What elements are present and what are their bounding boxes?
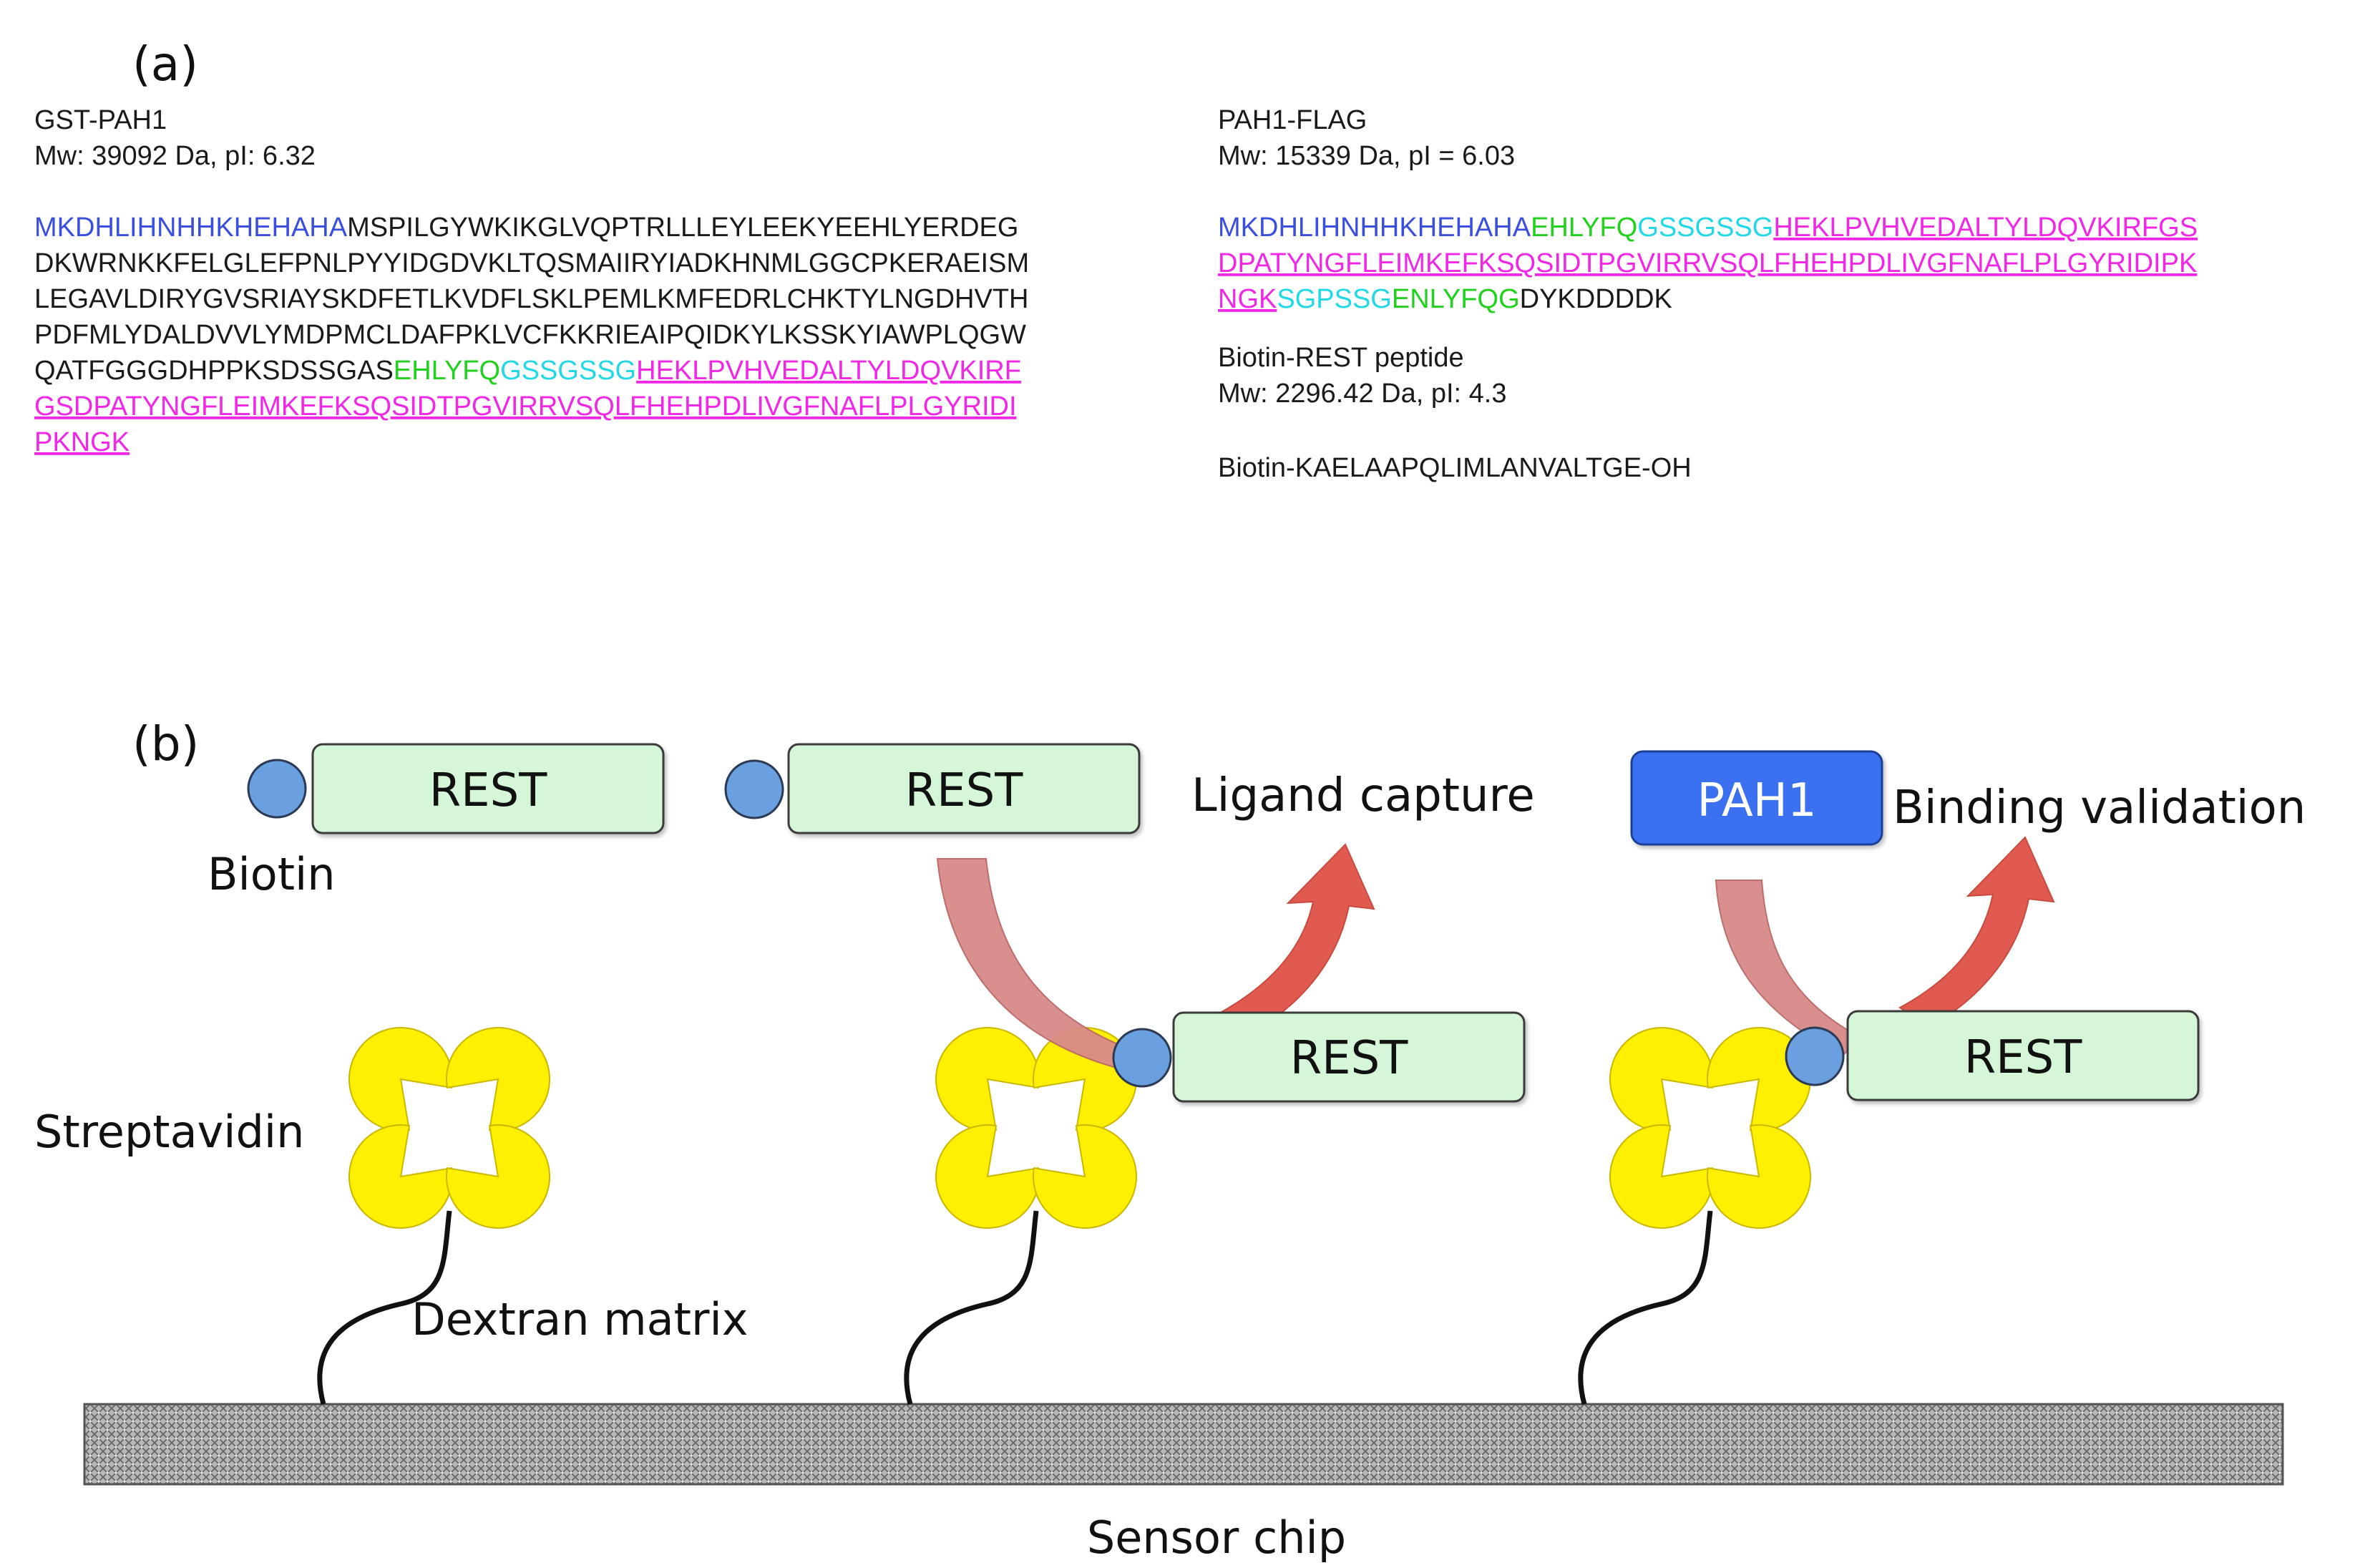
sensor-chip-label: Sensor chip — [1087, 1511, 1346, 1564]
rest-label-captured-3: REST — [1964, 1031, 2083, 1084]
streptavidin-subunit-bottom-left — [348, 1124, 453, 1229]
dextran-tether-3 — [1578, 1210, 1713, 1405]
sequence-segment: GSSGSSG — [1637, 213, 1773, 243]
sequence-segment: EHLYFQ — [394, 356, 500, 386]
binding-incoming-arrow — [1715, 880, 1862, 1057]
sequence-segment: PDFMLYDALDVVLYMDPMCLDAFPKLVCFKKRIEAIPQID… — [34, 320, 1026, 350]
pah1-flag-mw: Mw: 15339 Da, pI = 6.03 — [1218, 141, 1515, 171]
sequence-segment: DPATYNGFLEIMKEFKSQSIDTPGVIRRVSQLFHEHPDLI… — [1218, 248, 2197, 278]
rest-label-2: REST — [905, 764, 1024, 817]
sequence-segment: ENLYFQG — [1392, 284, 1520, 314]
ligand-capture-label: Ligand capture — [1191, 769, 1535, 822]
panel-a-label: (a) — [132, 36, 198, 92]
sequence-segment: GSDPATYNGFLEIMKEFKSQSIDTPGVIRRVSQLFHEHPD… — [34, 391, 1017, 422]
streptavidin-label: Streptavidin — [34, 1106, 304, 1158]
rest-box-1 — [311, 743, 665, 834]
sequence-segment: DKWRNKKFELGLEFPNLPYYIDGDVKLTQSMAIIRYIADK… — [34, 248, 1029, 278]
sequence-segment: QATFGGGDHPPKSDSSGAS — [34, 356, 394, 386]
pah1-label: PAH1 — [1697, 774, 1816, 827]
dextran-matrix-label: Dextran matrix — [411, 1293, 748, 1345]
gst-pah1-sequence: MKDHLIHNHHKHEHAHAMSPILGYWKIKGLVQPTRLLLEY… — [34, 213, 1029, 457]
binding-outgoing-arrow — [1898, 836, 2055, 1028]
streptavidin-subunit-top-right — [446, 1026, 551, 1131]
biotin-label: Biotin — [208, 848, 336, 900]
streptavidin-3 — [1609, 1026, 1812, 1229]
panel-b-label: (b) — [132, 716, 199, 771]
dextran-tether-1 — [317, 1210, 452, 1405]
dextran-tether-2 — [904, 1210, 1039, 1405]
streptavidin-subunit-bottom-right — [446, 1124, 551, 1229]
sequence-segment: GSSGSSG — [500, 356, 636, 386]
rest-peptide-sequence: Biotin-KAELAAPQLIMLANVALTGE-OH — [1218, 453, 1692, 483]
sequence-segment: HEKLPVHVEDALTYLDQVKIRFGS — [1773, 213, 2198, 243]
streptavidin-subunit-bottom-right — [1033, 1124, 1138, 1229]
rest-peptide-title: Biotin-REST peptide — [1218, 343, 1464, 373]
gst-pah1-title: GST-PAH1 — [34, 105, 167, 135]
pah1-flag-sequence: MKDHLIHNHHKHEHAHAEHLYFQGSSGSSGHEKLPVHVED… — [1218, 213, 2198, 314]
sequence-segment: EHLYFQ — [1531, 213, 1637, 243]
rest-box-captured-2 — [1172, 1011, 1526, 1103]
rest-box-2 — [787, 743, 1141, 834]
streptavidin-subunit-top-left — [935, 1026, 1040, 1131]
gst-pah1-mw: Mw: 39092 Da, pI: 6.32 — [34, 141, 316, 171]
streptavidin-subunit-bottom-left — [935, 1124, 1040, 1229]
binding-validation-label: Binding validation — [1893, 781, 2306, 834]
streptavidin-subunit-bottom-left — [1609, 1124, 1714, 1229]
sensor-chip — [83, 1403, 2284, 1486]
streptavidin-subunit-bottom-right — [1707, 1124, 1812, 1229]
sequence-segment: NGK — [1218, 284, 1277, 314]
biotin-sphere-1 — [247, 759, 307, 819]
sequence-segment: MKDHLIHNHHKHEHAHA — [1218, 213, 1531, 243]
biotin-sphere-captured-3 — [1785, 1026, 1845, 1086]
sequence-segment: PKNGK — [34, 427, 130, 457]
streptavidin-1 — [348, 1026, 551, 1229]
rest-label-captured-2: REST — [1290, 1032, 1409, 1085]
sequence-segment: MKDHLIHNHHKHEHAHA — [34, 213, 348, 243]
sequence-segment: HEKLPVHVEDALTYLDQVKIRF — [636, 356, 1021, 386]
biotin-sphere-captured-2 — [1112, 1028, 1172, 1088]
sequence-segment: SGPSSG — [1277, 284, 1392, 314]
capture-outgoing-arrow — [1214, 843, 1375, 1036]
sequence-segment: LEGAVLDIRYGVSRIAYSKDFETLKVDFLSKLPEMLKMFE… — [34, 284, 1028, 314]
sequence-segment: DYKDDDDK — [1520, 284, 1672, 314]
rest-peptide-mw: Mw: 2296.42 Da, pI: 4.3 — [1218, 379, 1506, 409]
pah1-flag-title: PAH1-FLAG — [1218, 105, 1367, 135]
rest-box-captured-3 — [1846, 1010, 2200, 1101]
sequence-segment: MSPILGYWKIKGLVQPTRLLLEYLEEKYEEHLYERDEG — [347, 213, 1018, 243]
streptavidin-subunit-top-left — [348, 1026, 453, 1131]
rest-label-1: REST — [429, 764, 548, 817]
streptavidin-subunit-top-left — [1609, 1026, 1714, 1131]
pah1-box — [1630, 750, 1883, 846]
biotin-sphere-2 — [724, 759, 784, 819]
